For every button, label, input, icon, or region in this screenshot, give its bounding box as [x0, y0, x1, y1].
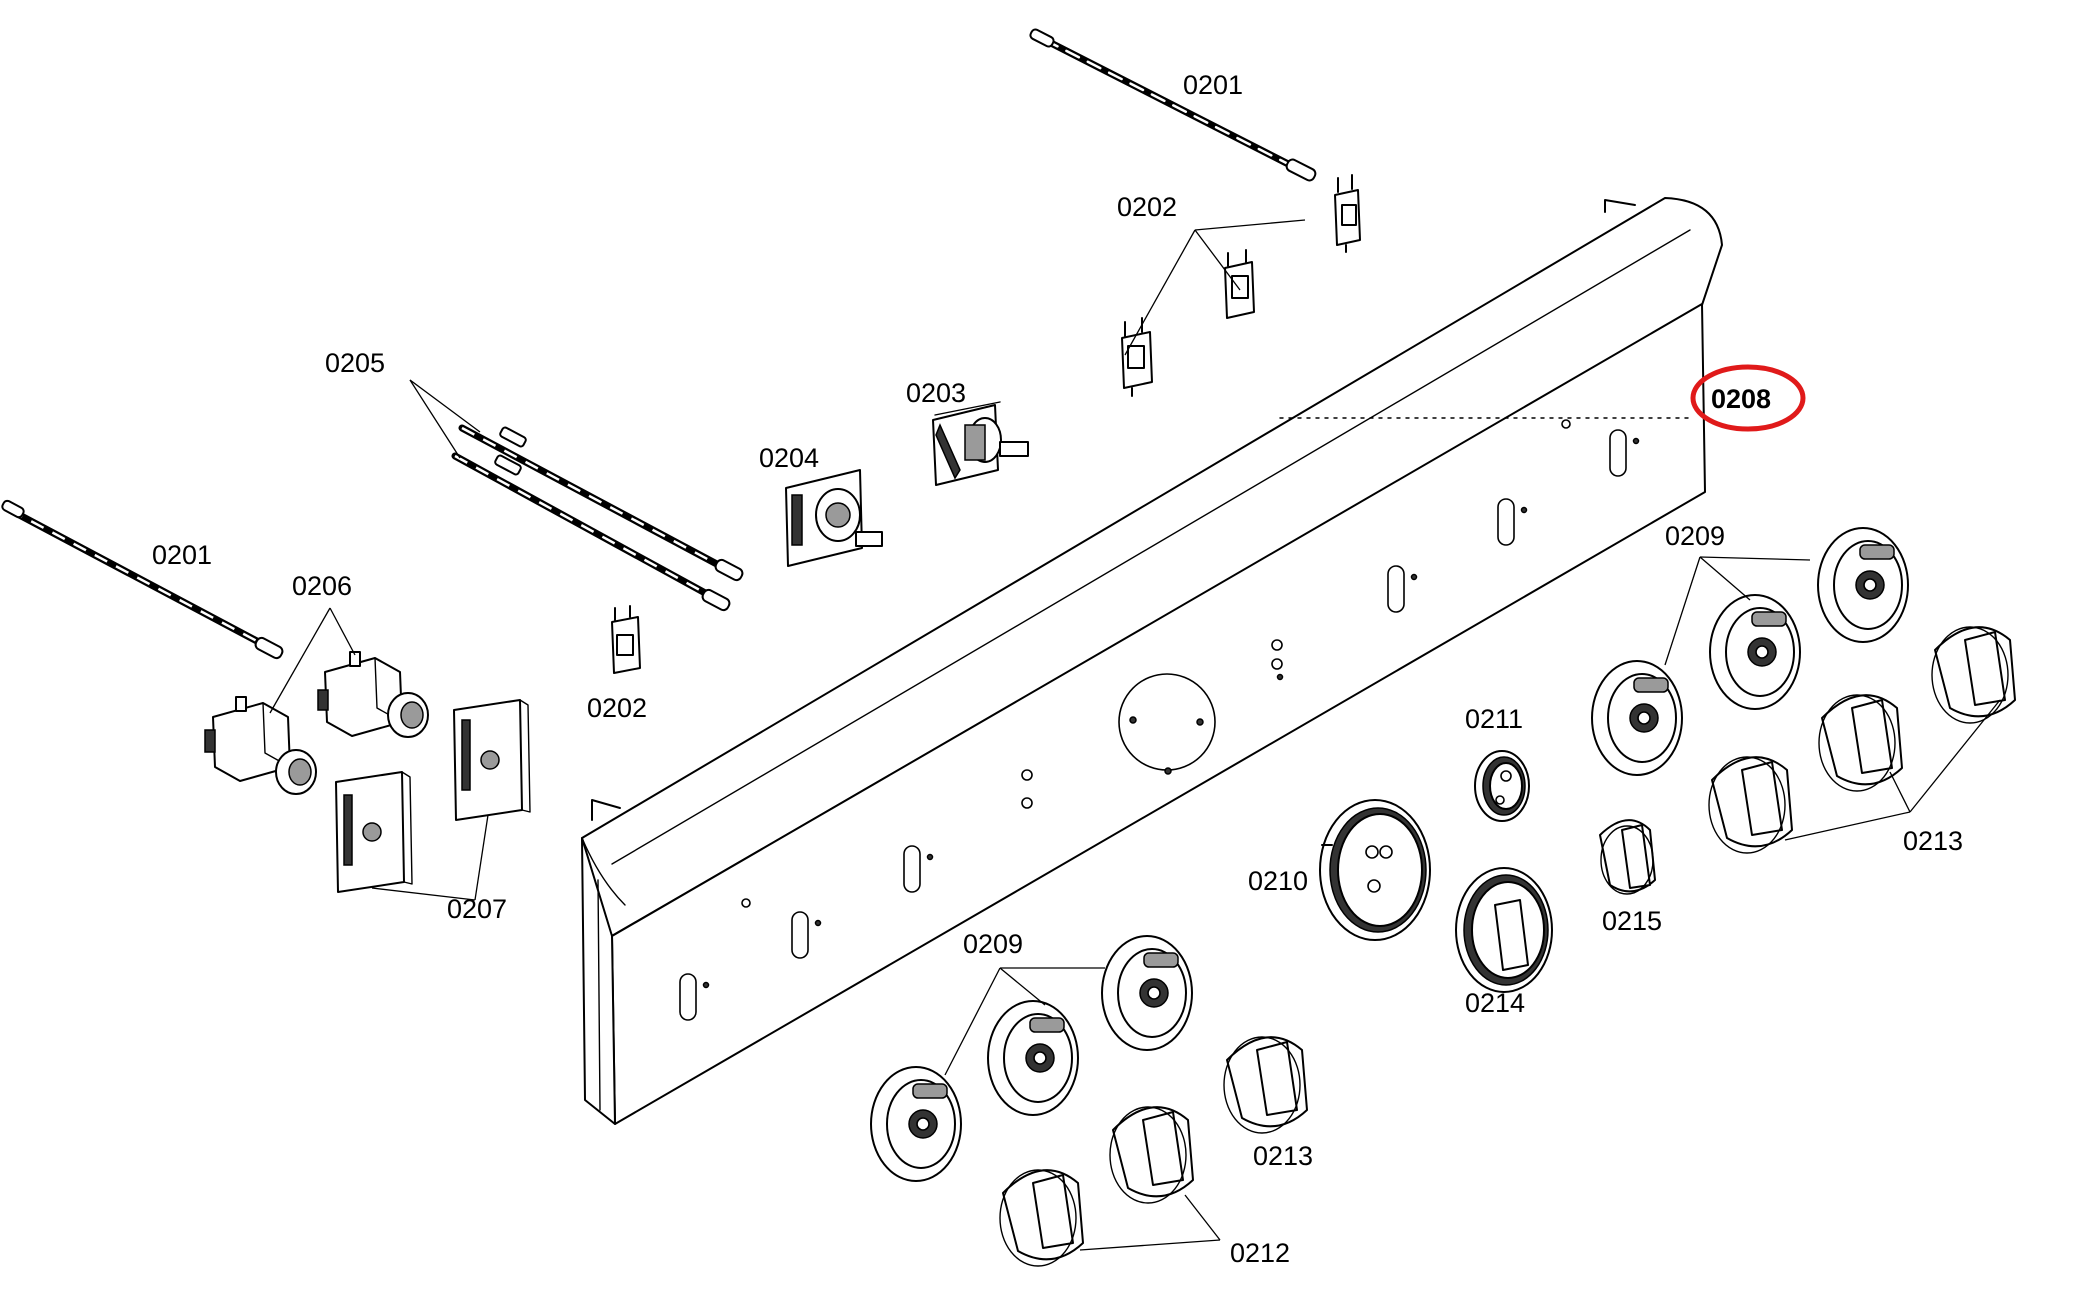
- thermocouple-0201-top[interactable]: [1029, 28, 1317, 182]
- control-knob-0213[interactable]: [1708, 756, 1793, 854]
- control-knob-0213[interactable]: [1931, 626, 2016, 724]
- control-panel-0208[interactable]: [581, 197, 1723, 1125]
- control-knob-0212[interactable]: [999, 1169, 1084, 1267]
- panel-knob-slot: [1497, 498, 1528, 546]
- solenoid-valve-0206[interactable]: [204, 696, 317, 795]
- label-0203: 0203: [906, 378, 966, 408]
- micro-switch-0202[interactable]: [611, 605, 641, 674]
- label-0214: 0214: [1465, 988, 1525, 1018]
- label-0201-top: 0201: [1183, 70, 1243, 100]
- micro-switch-0202[interactable]: [1334, 174, 1361, 253]
- label-0212: 0212: [1230, 1238, 1290, 1268]
- label-0204: 0204: [759, 443, 819, 473]
- leader-lines: [269, 219, 2001, 1251]
- knob-with-ring-0214[interactable]: [1455, 867, 1553, 993]
- label-0206: 0206: [292, 571, 352, 601]
- control-knob-0212[interactable]: [1109, 1106, 1194, 1204]
- micro-switch-0202[interactable]: [1224, 249, 1255, 319]
- selector-switch-0203[interactable]: [932, 401, 1029, 486]
- label-0209-right: 0209: [1665, 521, 1725, 551]
- highlight-circle: [1690, 364, 1806, 432]
- label-0205: 0205: [325, 348, 385, 378]
- panel-knob-slot: [791, 911, 822, 959]
- label-0207: 0207: [447, 894, 507, 924]
- knob-bezel-0209[interactable]: [1101, 935, 1193, 1051]
- clock-bezel-0210[interactable]: [1319, 799, 1431, 941]
- label-0202-left: 0202: [587, 693, 647, 723]
- knob-bezel-0209[interactable]: [1817, 527, 1909, 643]
- thermocouple-0201-left[interactable]: [1, 499, 284, 660]
- label-0201-left: 0201: [152, 540, 212, 570]
- knob-bezel-0209[interactable]: [1591, 660, 1683, 776]
- panel-knob-slot: [679, 973, 710, 1021]
- label-0215: 0215: [1602, 906, 1662, 936]
- ignition-module-0207[interactable]: [453, 699, 531, 821]
- panel-knob-slot: [1609, 429, 1640, 477]
- ignition-module-0207[interactable]: [335, 771, 413, 893]
- indicator-bezel-0211[interactable]: [1474, 750, 1530, 822]
- label-0202-top: 0202: [1117, 192, 1177, 222]
- panel-knob-slot: [903, 845, 934, 893]
- label-0211: 0211: [1465, 704, 1523, 734]
- knob-bezel-0209[interactable]: [1709, 594, 1801, 710]
- thermocouple-0205-a[interactable]: [458, 424, 744, 582]
- control-knob-0213[interactable]: [1223, 1036, 1308, 1134]
- knob-bezel-0209[interactable]: [870, 1066, 962, 1182]
- label-0208: 0208: [1711, 384, 1771, 414]
- micro-switch-0202[interactable]: [1121, 317, 1153, 397]
- label-0209-left: 0209: [963, 929, 1023, 959]
- label-0213-right: 0213: [1903, 826, 1963, 856]
- knob-bezel-0209[interactable]: [987, 1000, 1079, 1116]
- panel-knob-slot: [1387, 565, 1418, 613]
- solenoid-valve-0206[interactable]: [317, 651, 429, 738]
- label-0210: 0210: [1248, 866, 1308, 896]
- small-knob-0215[interactable]: [1599, 819, 1656, 895]
- control-knob-0213[interactable]: [1818, 694, 1903, 792]
- selector-switch-0204[interactable]: [785, 469, 883, 567]
- label-0213-left: 0213: [1253, 1141, 1313, 1171]
- thermocouple-0205-b[interactable]: [451, 452, 731, 612]
